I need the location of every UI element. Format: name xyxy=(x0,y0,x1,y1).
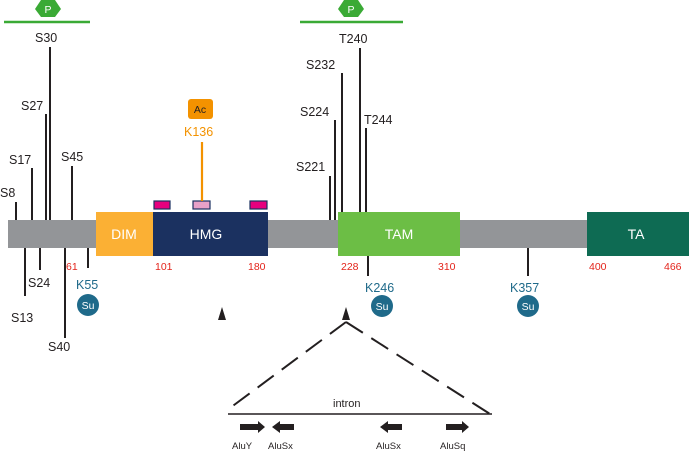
sumo-k357-badge-circle xyxy=(517,295,539,317)
site-s27-label: S27 xyxy=(21,99,43,113)
position-466: 466 xyxy=(664,261,682,273)
position-180: 180 xyxy=(248,261,266,273)
arrowhead-right xyxy=(342,307,350,320)
position-101: 101 xyxy=(155,261,173,273)
phospho-hexagon-left xyxy=(35,0,61,17)
alusx-arrow-left xyxy=(272,421,294,433)
site-s30-label: S30 xyxy=(35,31,57,45)
position-61: 61 xyxy=(66,261,78,273)
alusx-arrow-right xyxy=(380,421,402,433)
site-s13-label: S13 xyxy=(11,311,33,325)
dim-domain-label: DIM xyxy=(111,226,137,242)
sumo-k55-label: K55 xyxy=(76,278,98,292)
alusq-label: AluSq xyxy=(440,441,465,452)
tam-domain xyxy=(338,212,460,256)
hmg-motif-box-left xyxy=(153,200,171,210)
site-t244-label: T244 xyxy=(364,113,393,127)
alusq-arrow xyxy=(446,421,469,433)
intron-expansion-line-right xyxy=(345,321,491,415)
sumo-k357-badge: Su xyxy=(522,301,535,313)
sumo-k55-badge: Su xyxy=(82,300,95,312)
sumo-k55-badge-circle xyxy=(77,294,99,316)
site-s24-label: S24 xyxy=(28,276,50,290)
site-s40-label: S40 xyxy=(48,340,70,354)
sumo-k246-label: K246 xyxy=(365,281,394,295)
sumo-k246-badge: Su xyxy=(376,301,389,313)
intron-label: intron xyxy=(333,398,361,410)
dim-domain xyxy=(96,212,153,256)
aluy-label: AluY xyxy=(232,441,253,452)
site-s8-label: S8 xyxy=(0,186,15,200)
acetyl-badge: Ac xyxy=(194,104,206,116)
position-310: 310 xyxy=(438,261,456,273)
position-228: 228 xyxy=(341,261,359,273)
phospho-hexagon-right xyxy=(338,0,364,17)
phospho-badge-left: P xyxy=(44,4,51,16)
acetyl-site-label: K136 xyxy=(184,125,213,139)
hmg-domain xyxy=(153,212,268,256)
alusx-label-right: AluSx xyxy=(376,441,401,452)
hmg-motif-box-right xyxy=(249,200,268,210)
ta-domain xyxy=(587,212,689,256)
alusx-label-left: AluSx xyxy=(268,441,293,452)
arrowhead-left xyxy=(218,307,226,320)
site-s45-label: S45 xyxy=(61,150,83,164)
hmg-motif-box-middle xyxy=(192,200,211,210)
aluy-arrow xyxy=(240,421,265,433)
sumo-k246-badge-circle xyxy=(371,295,393,317)
site-s17-label: S17 xyxy=(9,153,31,167)
phospho-badge-right: P xyxy=(347,4,354,16)
tam-domain-label: TAM xyxy=(385,226,414,242)
ta-domain-label: TA xyxy=(628,226,646,242)
position-400: 400 xyxy=(589,261,607,273)
site-s232-label: S232 xyxy=(306,58,335,72)
sumo-k357-label: K357 xyxy=(510,281,539,295)
intron-expansion-line-left xyxy=(229,321,347,409)
acetyl-badge-box xyxy=(188,99,213,119)
site-t240-label: T240 xyxy=(339,32,368,46)
hmg-domain-label: HMG xyxy=(190,226,223,242)
site-s221-label: S221 xyxy=(296,160,325,174)
site-s224-label: S224 xyxy=(300,105,329,119)
